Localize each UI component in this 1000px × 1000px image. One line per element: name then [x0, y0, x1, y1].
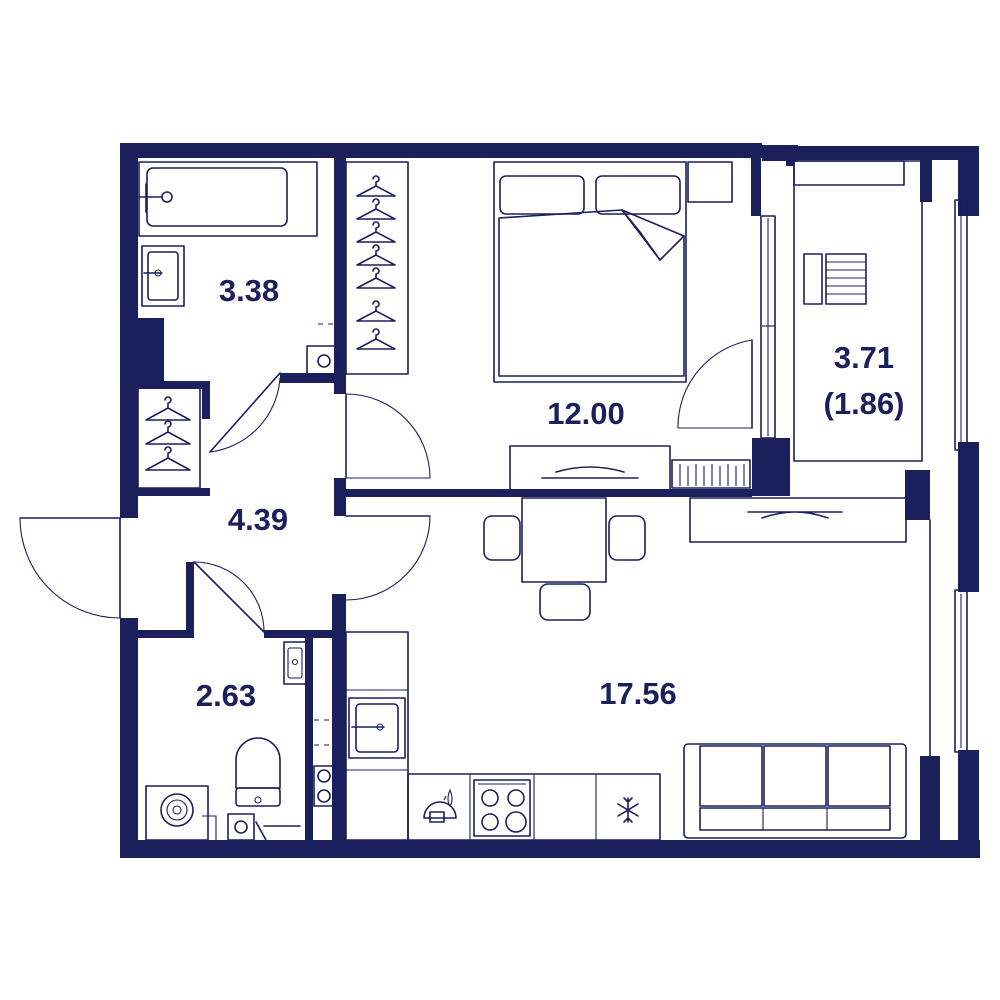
bathroom-door [209, 372, 281, 453]
double-bed-icon [493, 161, 687, 383]
dishwasher-icon [423, 788, 457, 823]
toilet-door [193, 561, 265, 633]
entrance-door [19, 517, 121, 619]
balcony-window [954, 199, 968, 451]
bedroom-area-label: 12.00 [547, 396, 625, 431]
washing-machine-icon [145, 785, 217, 841]
kitchen-risers-icon [313, 719, 335, 807]
bathroom: 3.38 [138, 161, 339, 375]
hallway-area-label: 4.39 [228, 502, 288, 537]
kitchen-living-area-label: 17.56 [599, 676, 677, 711]
desk-icon [509, 445, 671, 491]
bedroom-door [677, 339, 753, 429]
balcony-area-secondary-label: (1.86) [824, 386, 905, 421]
chair-icon [483, 515, 646, 621]
living-window [929, 519, 968, 757]
balcony-area-label: 3.71 [834, 340, 894, 375]
balcony-chair-icon [803, 253, 867, 305]
fridge-icon [617, 797, 639, 823]
stove-icon [473, 779, 531, 837]
sofa-icon [683, 743, 907, 839]
dining-table-icon [483, 497, 646, 621]
walls [120, 143, 980, 858]
living-entry-door [345, 515, 431, 601]
bathroom-area-label: 3.38 [219, 273, 279, 308]
hallway: 4.39 [19, 372, 431, 633]
radiator-icon [671, 459, 751, 489]
clothes-hanger-icon [356, 175, 396, 350]
wardrobe-sliding [689, 497, 907, 543]
kitchen-cabinet-column [345, 631, 409, 841]
toilet-area-label: 2.63 [196, 678, 256, 713]
toilet-icon [235, 737, 281, 807]
water-riser-icon [306, 323, 339, 375]
kitchen-counter [407, 773, 661, 841]
wardrobe [345, 161, 409, 375]
balcony: 3.71 (1.86) [793, 160, 968, 462]
hallway-wardrobe [137, 385, 201, 489]
bedroom: 12.00 [345, 161, 776, 491]
small-washbasin-icon [283, 641, 307, 685]
washbasin-icon [141, 245, 185, 307]
bathtub-icon [138, 161, 318, 237]
toilet-room: 2.63 [145, 641, 335, 841]
kitchen-sink-icon [348, 697, 406, 759]
kitchen-living: 17.56 [345, 497, 968, 841]
bedroom-entry-door [345, 393, 431, 479]
nightstand-icon [687, 161, 733, 203]
bedroom-window [760, 215, 776, 439]
riser-icon [227, 813, 301, 841]
